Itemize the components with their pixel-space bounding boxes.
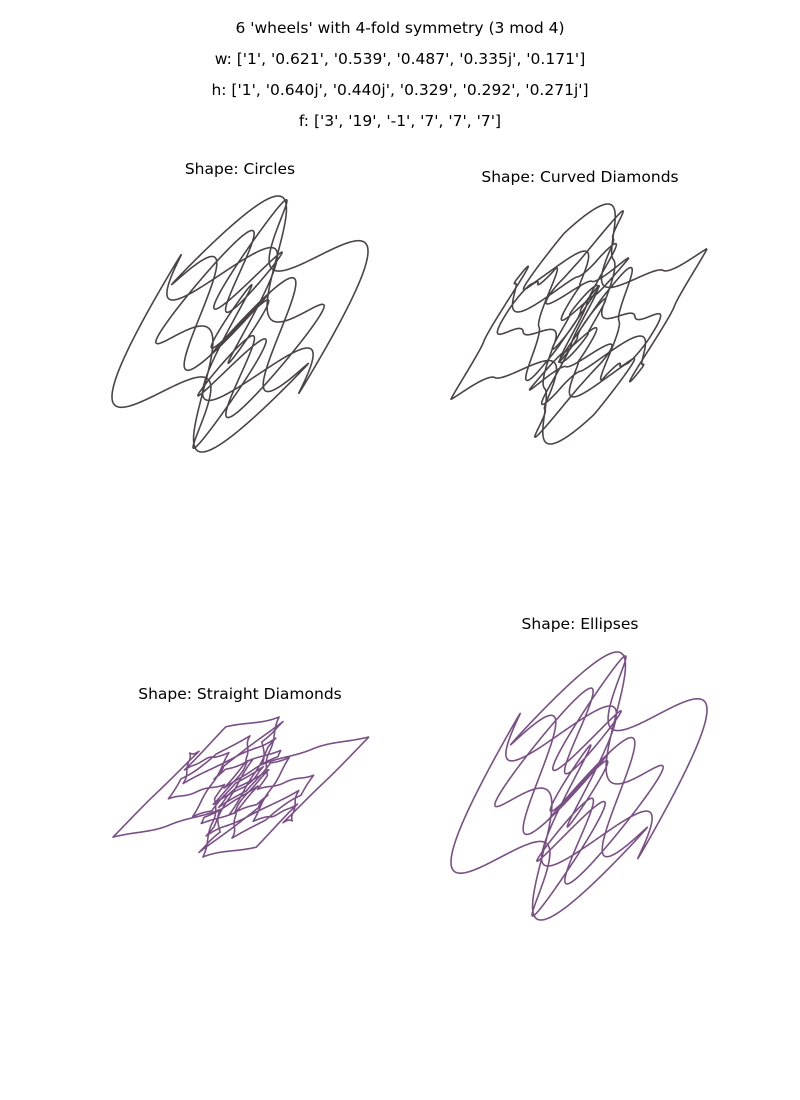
panel-title: Shape: Curved Diamonds	[481, 168, 679, 186]
panel-title: Shape: Circles	[184, 160, 296, 178]
parametric-curve	[450, 203, 708, 445]
curve-plot-straight-diamonds	[112, 716, 370, 858]
figure-title-f-params: f: ['3', '19', '-1', '7', '7', '7']	[298, 112, 502, 130]
curve-plot-circles	[111, 195, 369, 453]
parametric-curve	[111, 195, 369, 453]
panel-title: Shape: Straight Diamonds	[138, 685, 342, 703]
figure-title-h-params: h: ['1', '0.640j', '0.440j', '0.329', '0…	[211, 81, 589, 99]
panel-circles: Shape: Circles	[100, 158, 380, 468]
figure-title-w-params: w: ['1', '0.621', '0.539', '0.487', '0.3…	[214, 50, 586, 68]
parametric-curve	[450, 651, 708, 921]
panel-title: Shape: Ellipses	[521, 615, 639, 633]
figure-title-line-1: 6 'wheels' with 4-fold symmetry (3 mod 4…	[235, 19, 565, 37]
parametric-curve	[112, 716, 370, 858]
curve-plot-curved-diamonds	[450, 203, 708, 445]
panel-ellipses: Shape: Ellipses	[440, 613, 720, 933]
curve-plot-ellipses	[450, 651, 708, 921]
panel-curved-diamonds: Shape: Curved Diamonds	[440, 166, 720, 456]
panel-straight-diamonds: Shape: Straight Diamonds	[100, 683, 380, 873]
